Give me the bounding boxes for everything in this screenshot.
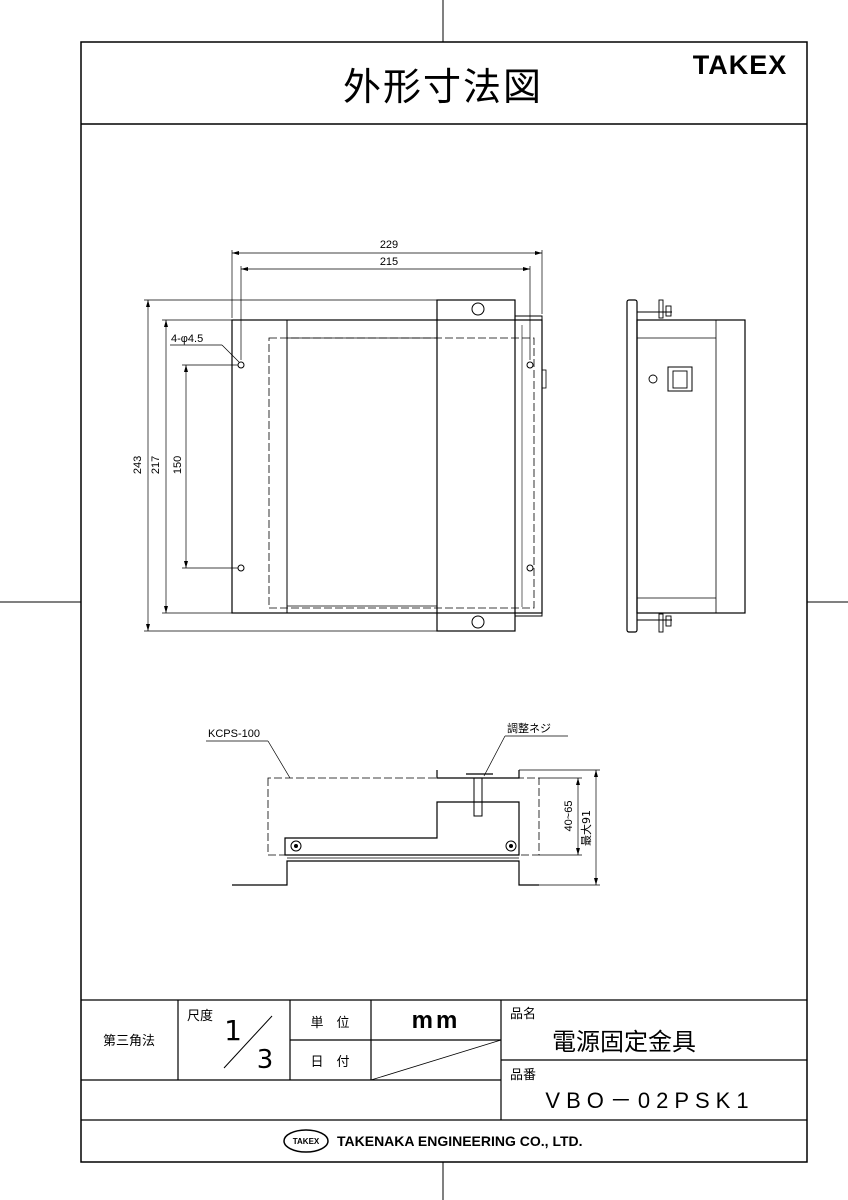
- scale-numerator: 1: [224, 1014, 242, 1047]
- mount-hole: [237, 564, 245, 572]
- base-bracket: [284, 801, 520, 856]
- product-name: 電源固定金具: [552, 1028, 696, 1056]
- section-view: KCPS-100 調整ネジ 40~65 最大91: [206, 721, 600, 886]
- side-back-plate: [626, 299, 638, 633]
- dim-height-outer: 243: [132, 456, 144, 474]
- svg-text:TAKEX: TAKEX: [293, 1137, 320, 1146]
- dim-hole-pitch: 150: [172, 456, 184, 474]
- power-switch: [667, 366, 693, 392]
- dim-width-outer: 229: [380, 239, 398, 251]
- hidden-outline: [268, 337, 535, 609]
- scale-label: 尺度: [187, 1008, 213, 1024]
- unit-value: mm: [412, 1007, 461, 1034]
- bracket-hole-top: [471, 302, 485, 316]
- clamp-bracket: [436, 299, 516, 632]
- drawing-title: 外形寸法図: [343, 65, 543, 109]
- mount-hole: [526, 564, 534, 572]
- company-name: TAKENAKA ENGINEERING CO., LTD.: [337, 1133, 583, 1149]
- front-view: 229 215 243 217 150 4-φ4.5: [132, 239, 547, 632]
- scale-denominator: 3: [257, 1045, 274, 1075]
- base-screw: [290, 840, 302, 852]
- dim-max: 最大91: [579, 810, 593, 846]
- mount-hole: [526, 361, 534, 369]
- bracket-hole-bottom: [471, 615, 485, 629]
- indicator-lamp: [648, 374, 658, 384]
- name-label: 品名: [510, 1006, 536, 1022]
- side-body: [636, 319, 746, 614]
- drawing-frame: [80, 41, 808, 1163]
- date-label: 日 付: [310, 1055, 349, 1070]
- part-number-label: 品番: [510, 1068, 536, 1083]
- screw-label: 調整ネジ: [507, 721, 551, 735]
- kcps-outline: [267, 777, 540, 856]
- base-plate: [231, 319, 543, 614]
- side-view: [626, 299, 746, 633]
- hole-spec-label: 4-φ4.5: [171, 333, 203, 345]
- right-flange: [514, 315, 543, 617]
- company-logo: TAKEX: [283, 1129, 329, 1153]
- power-unit-body: [286, 319, 438, 614]
- mount-hole: [237, 361, 245, 369]
- dim-height-inner: 217: [150, 456, 162, 474]
- projection-label: 第三角法: [103, 1034, 155, 1049]
- adjust-screw: [473, 777, 483, 817]
- brand-logo: TAKEX: [693, 50, 788, 80]
- base-screw: [505, 840, 517, 852]
- part-label: KCPS-100: [208, 728, 260, 740]
- dim-adjust-range: 40~65: [563, 801, 575, 832]
- unit-label: 単 位: [310, 1015, 349, 1031]
- part-number: VBO－02PSK1: [545, 1088, 754, 1113]
- dim-width-inner: 215: [380, 256, 398, 268]
- title-block: [81, 999, 807, 1121]
